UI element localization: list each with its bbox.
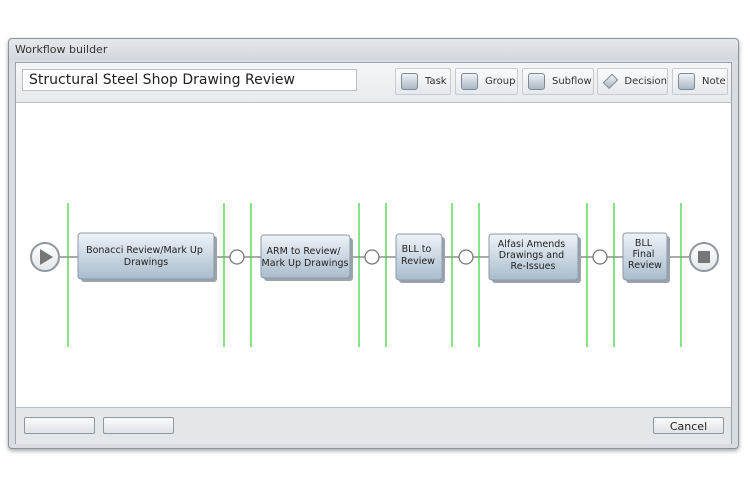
footer-button-1[interactable] — [24, 417, 95, 434]
lane-separators — [67, 203, 682, 347]
task-label-line: Review — [401, 256, 435, 267]
junction-node[interactable] — [364, 249, 380, 265]
task-node[interactable]: BLL to Review — [395, 233, 445, 283]
subflow-tool-label: Subflow — [552, 76, 592, 87]
play-icon — [40, 249, 53, 265]
task-label-line: Alfasi Amends — [498, 239, 566, 250]
task-label-line: Bonacci Review/Mark Up — [86, 245, 203, 256]
svg-text:BLL Final: BLL Final Review — [628, 238, 662, 271]
task-node[interactable]: Bonacci Review/Mark Up Drawings — [77, 232, 217, 282]
end-node[interactable] — [689, 242, 719, 272]
junction-node[interactable] — [458, 249, 474, 265]
task-label-line: Drawings and — [499, 250, 564, 261]
title-bar[interactable]: Workflow builder — [9, 39, 738, 60]
workflow-name-input[interactable] — [22, 69, 357, 91]
junction-node[interactable] — [592, 249, 608, 265]
workflow-canvas[interactable]: Bonacci Review/Mark Up Drawings ARM to R… — [16, 103, 731, 406]
task-label-line: BLL — [635, 238, 653, 249]
group-tool-label: Group — [485, 76, 516, 87]
task-tool-button[interactable]: Task — [395, 68, 451, 95]
junctions — [229, 249, 608, 265]
decision-diamond-icon — [602, 73, 619, 90]
cancel-button[interactable]: Cancel — [653, 417, 724, 434]
decision-tool-label: Decision — [624, 76, 667, 87]
note-icon — [678, 73, 695, 90]
task-label-line: Final — [633, 249, 655, 260]
task-node[interactable]: Alfasi Amends Drawings and Re-Issues — [488, 233, 581, 283]
task-label-line: Review — [628, 260, 662, 271]
subflow-tool-button[interactable]: Subflow — [522, 68, 594, 95]
task-label-line: Re-Issues — [511, 261, 556, 272]
footer-button-2[interactable] — [103, 417, 174, 434]
footer-bar: Cancel — [16, 407, 731, 444]
svg-text:Alfasi Amends Draw: Alfasi Amends Drawings and Re-Issues — [498, 239, 569, 272]
stop-icon — [698, 251, 710, 263]
task-node[interactable]: ARM to Review/ Mark Up Drawings — [260, 234, 353, 281]
window-title: Workflow builder — [15, 43, 108, 56]
note-tool-label: Note — [702, 76, 726, 87]
task-label-line: Drawings — [124, 257, 169, 268]
decision-tool-button[interactable]: Decision — [597, 68, 668, 95]
group-icon — [461, 73, 478, 90]
task-label-line: BLL to — [402, 244, 432, 255]
task-tool-label: Task — [425, 76, 447, 87]
svg-text:Bonacci Review/Mark Up: Bonacci Review/Mark Up Drawings — [86, 245, 206, 268]
subflow-icon — [528, 73, 545, 90]
start-node[interactable] — [30, 242, 60, 272]
junction-node[interactable] — [229, 249, 245, 265]
builder-panel: Task Group Subflow Decision Note — [15, 62, 732, 444]
svg-text:ARM to Review/ Mar: ARM to Review/ Mark Up Drawings — [262, 246, 349, 269]
task-label-line: ARM to Review/ — [267, 246, 342, 257]
task-label-line: Mark Up Drawings — [262, 258, 349, 269]
note-tool-button[interactable]: Note — [672, 68, 728, 95]
workflow-diagram: Bonacci Review/Mark Up Drawings ARM to R… — [30, 203, 719, 347]
group-tool-button[interactable]: Group — [455, 68, 518, 95]
task-node[interactable]: BLL Final Review — [622, 232, 670, 283]
workflow-builder-window: Workflow builder Task Group Subflow Deci… — [8, 38, 739, 449]
toolbar: Task Group Subflow Decision Note — [16, 63, 731, 103]
task-icon — [401, 73, 418, 90]
svg-text:BLL to Review: BLL to Review — [401, 244, 435, 267]
